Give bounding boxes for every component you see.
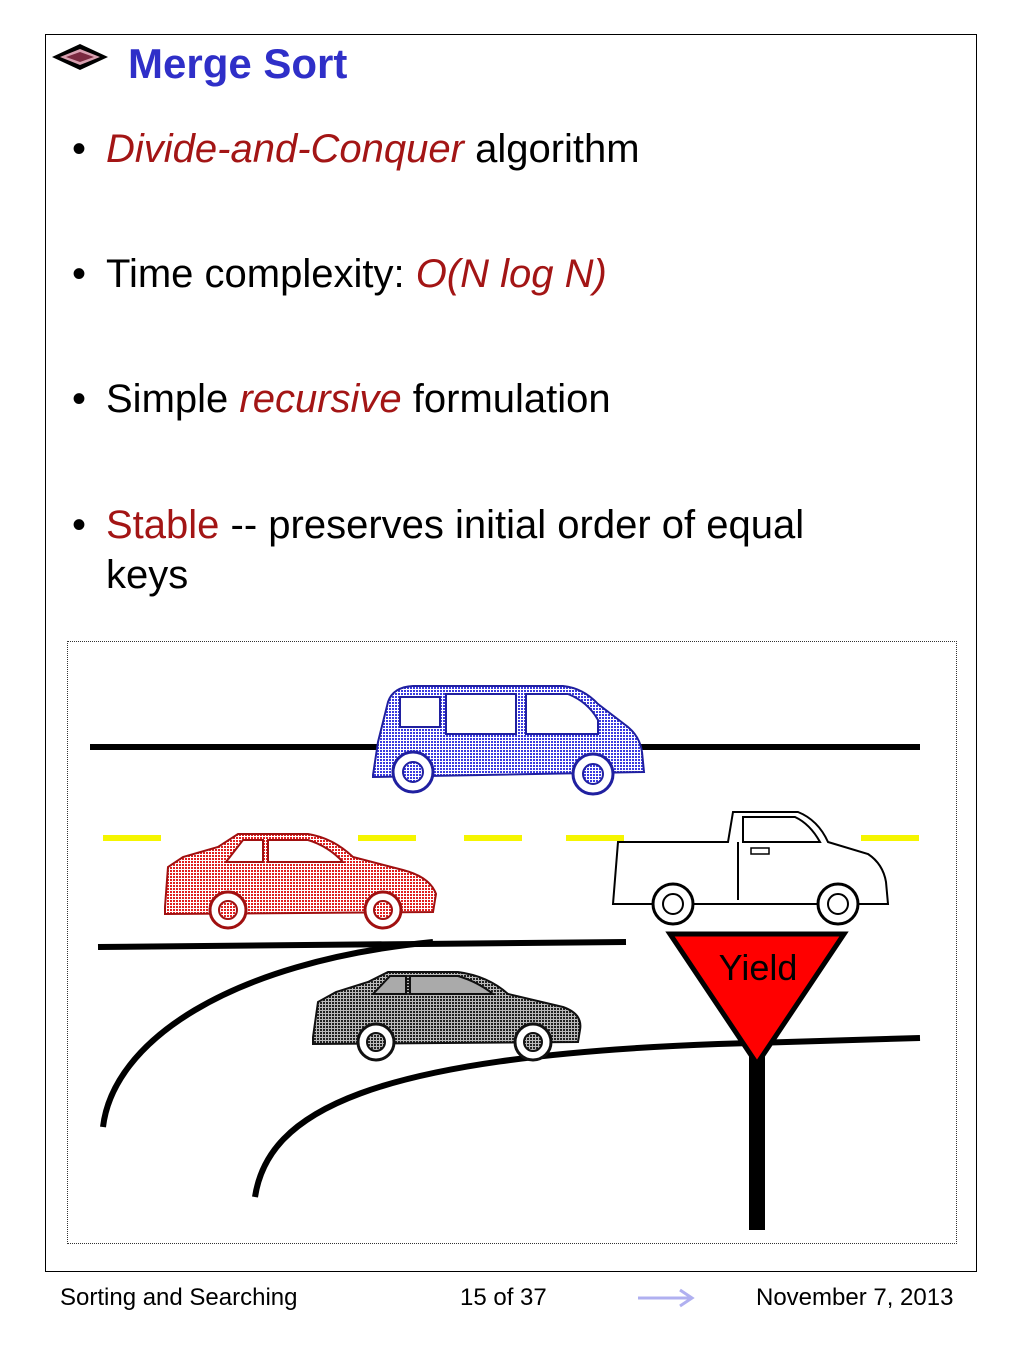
red-car-icon [164, 833, 438, 930]
bullet-dot: • [72, 252, 87, 296]
bullet-text: -- preserves initial order of equal [219, 503, 805, 547]
bullet-text: Time complexity: [106, 252, 416, 296]
arrow-icon[interactable] [636, 1286, 696, 1310]
van-icon [372, 685, 646, 796]
diamond-icon [52, 44, 108, 70]
merge-traffic-illustration: Yield [67, 641, 957, 1244]
bullet-text: formulation [401, 377, 611, 421]
bullet-dot: • [72, 377, 87, 421]
bullet-dot: • [72, 127, 87, 171]
yield-sign-text: Yield [718, 947, 798, 988]
footer-course-title: Sorting and Searching [60, 1284, 298, 1311]
slide-title: Merge Sort [128, 40, 348, 87]
footer-page-number: 15 of 37 [460, 1284, 547, 1311]
bullet-emphasis: recursive [239, 377, 402, 421]
bullet-dot: • [72, 503, 87, 547]
gray-car-icon [312, 971, 582, 1062]
bullet-emphasis: O(N log N) [415, 252, 607, 296]
pickup-truck-icon [611, 811, 890, 926]
bullet-text: algorithm [463, 127, 640, 171]
bullet-emphasis: Stable [106, 503, 220, 547]
bullet-text-continued: keys [106, 553, 189, 597]
bullet-emphasis: Divide-and-Conquer [106, 127, 464, 171]
footer-date: November 7, 2013 [756, 1284, 954, 1311]
slide-frame [45, 34, 977, 1272]
bullet-text: Simple [106, 377, 240, 421]
yield-sign-icon [665, 931, 849, 1230]
